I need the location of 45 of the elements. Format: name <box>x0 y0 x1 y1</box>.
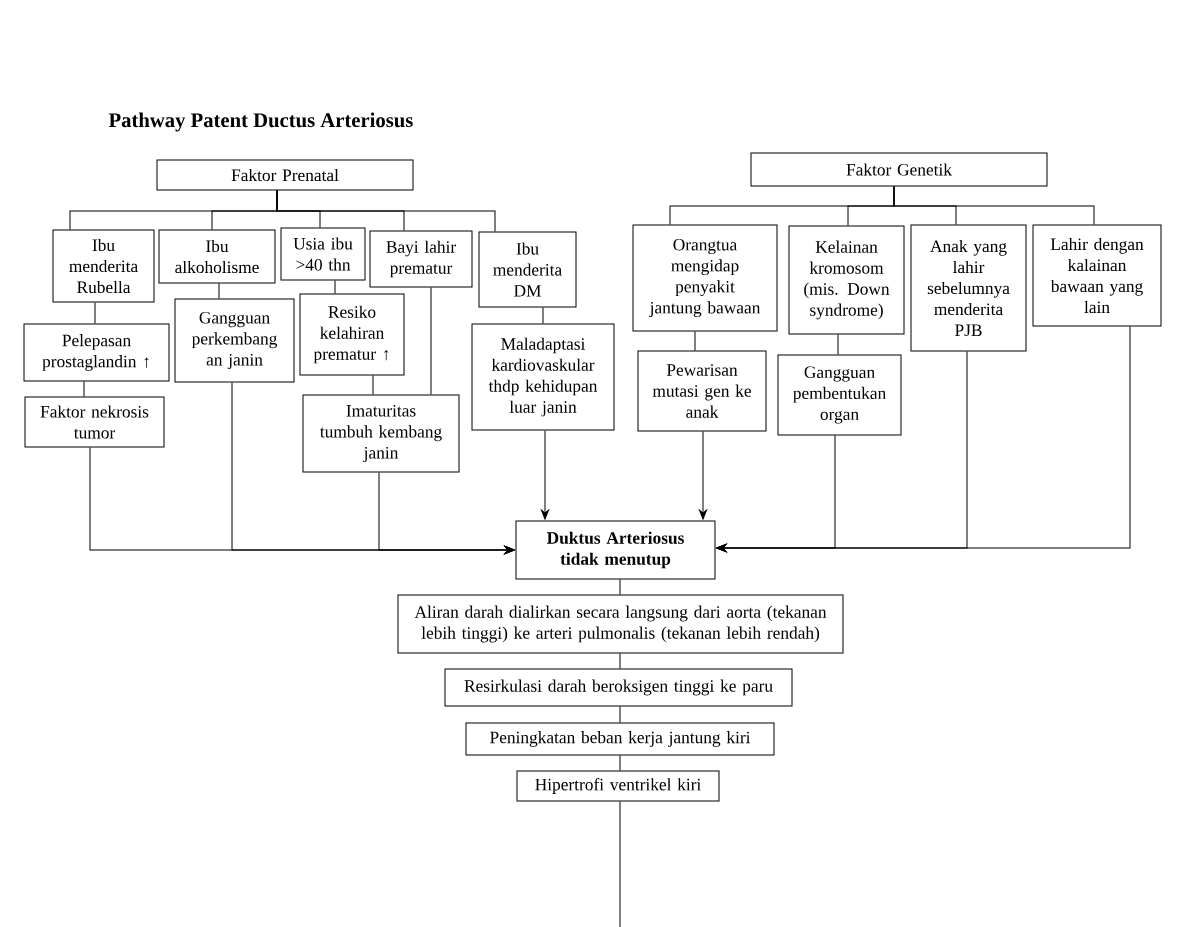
process-box: Pewarisan mutasi gen ke anak <box>637 350 767 432</box>
process-box: Faktor Genetik <box>750 152 1048 187</box>
process-box: Gangguan pembentukan organ <box>777 354 902 436</box>
connector-line <box>334 280 336 294</box>
connector-line <box>372 375 374 395</box>
process-box: Ibu menderita DM <box>478 231 577 308</box>
process-box: Resirkulasi darah beroksigen tinggi ke paru <box>444 668 793 707</box>
connector-line <box>83 381 85 397</box>
connector-line <box>619 801 621 927</box>
process-box: Lahir dengan kalainan bawaan yang lain <box>1032 224 1162 327</box>
connector-line <box>276 190 496 232</box>
process-box: Orangtua mengidap penyakit jantung bawaan <box>632 224 778 332</box>
connector-line <box>837 334 839 355</box>
connector-line <box>218 283 220 299</box>
process-box: Bayi lahir prematur <box>369 230 473 288</box>
process-box: Kelainan kromosom (mis. Down syndrome) <box>788 225 905 335</box>
process-box: Gangguan perkembang an janin <box>174 298 295 383</box>
process-box: Usia ibu >40 thn <box>280 227 366 281</box>
process-box: Faktor nekrosis tumor <box>24 396 165 448</box>
arrow <box>698 431 708 520</box>
process-box: Hipertrofi ventrikel kiri <box>516 770 720 802</box>
process-box: Peningkatan beban kerja jantung kiri <box>465 722 775 756</box>
arrow <box>716 326 1131 553</box>
process-box: Ibu menderita Rubella <box>52 229 155 303</box>
process-box: Pelepasan prostaglandin ↑ <box>23 323 170 382</box>
connector-line <box>619 579 621 595</box>
process-box: Faktor Prenatal <box>156 159 414 191</box>
connector-line <box>694 331 696 351</box>
process-box: Aliran darah dialirkan secara langsung dari aorta (tekanan lebih tinggi) ke arteri pulmonalis (tekanan lebih rendah) <box>397 594 844 654</box>
connector-line <box>893 186 1095 225</box>
arrow <box>378 472 515 555</box>
process-box: Imaturitas tumbuh kembang janin <box>302 394 460 473</box>
connector-line <box>619 706 621 723</box>
process-box: Anak yang lahir sebelumnya menderita PJB <box>910 224 1027 352</box>
process-box: Resiko kelahiran prematur ↑ <box>299 293 405 376</box>
process-box: Maladaptasi kardiovaskular thdp kehidupan luar janin <box>471 323 615 431</box>
connector-line <box>94 302 96 324</box>
connector-line <box>430 287 432 395</box>
connector-line <box>542 307 544 324</box>
process-box: Duktus Arteriosus tidak menutup <box>515 520 716 580</box>
connector-line <box>619 653 621 669</box>
process-box: Ibu alkoholisme <box>158 229 276 284</box>
title: Pathway Patent Ductus Arteriosus <box>108 112 413 132</box>
arrow <box>541 430 550 520</box>
connector-line <box>619 755 621 771</box>
